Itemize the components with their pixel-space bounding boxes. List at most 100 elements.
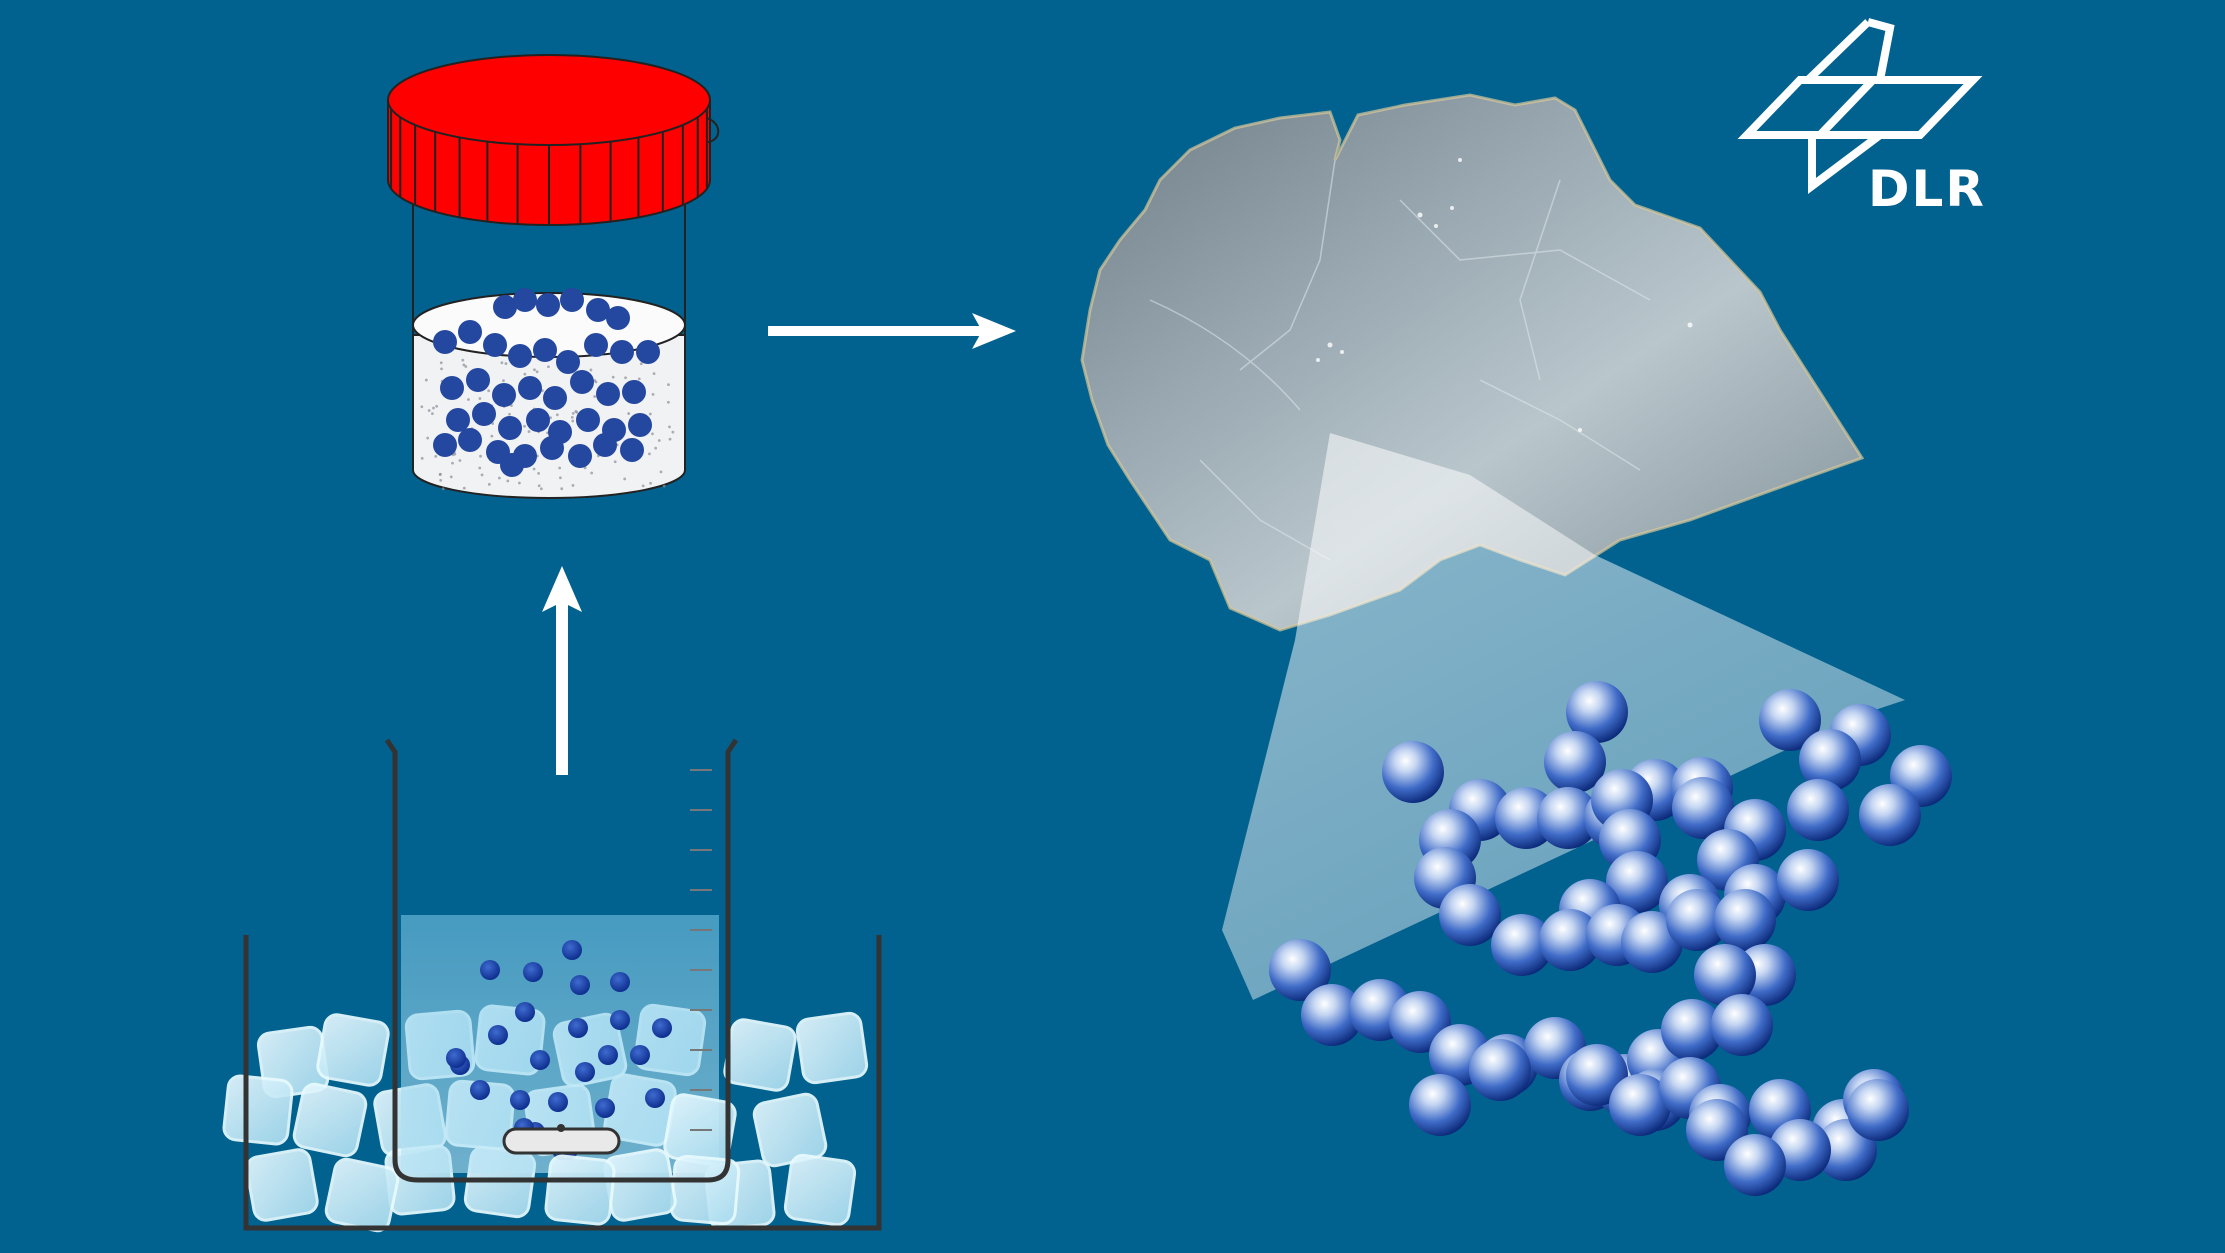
- gel-speckle: [594, 380, 598, 384]
- gel-speckle: [467, 398, 470, 401]
- gel-speckle: [555, 413, 559, 417]
- arrow-right-icon: [768, 313, 1016, 349]
- ice-cube: [544, 1154, 616, 1226]
- gel-speckle: [537, 484, 541, 488]
- ice-cube: [783, 1153, 857, 1227]
- particle-network-icon: [1269, 681, 1952, 1196]
- gel-speckle: [666, 400, 670, 404]
- gel-speckle: [659, 470, 663, 474]
- dissolved-particle: [645, 1088, 665, 1108]
- gel-speckle: [654, 446, 658, 450]
- network-particle: [440, 376, 464, 400]
- dissolved-particle: [488, 1025, 508, 1045]
- ice-cube: [723, 1018, 797, 1092]
- gel-speckle: [480, 473, 484, 477]
- network-particle: [433, 433, 457, 457]
- gel-speckle: [523, 424, 526, 428]
- gel-speckle: [440, 367, 443, 371]
- gel-speckle: [424, 378, 428, 382]
- ice-bath-icon: [222, 738, 882, 1233]
- network-sphere: [1799, 729, 1861, 791]
- network-particle: [576, 408, 600, 432]
- gel-speckle: [487, 482, 491, 486]
- gel-speckle: [668, 437, 672, 441]
- dissolved-particle: [652, 1018, 672, 1038]
- arrow-up-icon: [542, 566, 582, 775]
- gel-speckle: [535, 370, 539, 374]
- gel-speckle: [462, 363, 466, 367]
- gel-speckle: [508, 412, 511, 416]
- network-sphere: [1566, 1044, 1628, 1106]
- network-particle: [596, 382, 620, 406]
- network-particle: [560, 288, 584, 312]
- network-particle: [586, 298, 610, 322]
- network-particle: [526, 408, 550, 432]
- aerogel-chunk-icon: [1080, 93, 1865, 632]
- network-particle: [536, 293, 560, 317]
- gel-speckle: [648, 452, 651, 456]
- gel-speckle: [667, 383, 670, 386]
- gel-speckle: [502, 379, 505, 383]
- dlr-logo-icon: DLR: [1737, 18, 1984, 218]
- gel-speckle: [570, 415, 574, 419]
- gel-speckle: [441, 487, 445, 491]
- gel-speckle: [420, 456, 424, 460]
- network-sphere: [1787, 779, 1849, 841]
- dissolved-particle: [630, 1045, 650, 1065]
- network-sphere: [1566, 681, 1628, 743]
- gel-speckle: [668, 425, 671, 429]
- dissolved-particle: [510, 1090, 530, 1110]
- network-sphere: [1606, 851, 1668, 913]
- gel-speckle: [671, 430, 675, 434]
- gel-speckle: [432, 406, 435, 410]
- network-particle: [636, 340, 660, 364]
- gel-speckle: [589, 368, 593, 372]
- network-sphere: [1469, 1039, 1531, 1101]
- jar-icon: [387, 54, 720, 499]
- gel-speckle: [458, 459, 462, 462]
- bath-basin: [243, 935, 882, 1231]
- gel-speckle: [547, 365, 550, 369]
- dissolved-particle: [548, 1092, 568, 1112]
- gel-speckle: [651, 432, 654, 436]
- network-particle: [622, 380, 646, 404]
- network-particle: [620, 438, 644, 462]
- gel-speckle: [420, 405, 424, 409]
- ice-cube: [292, 1082, 368, 1158]
- network-particle: [513, 288, 537, 312]
- gel-speckle: [438, 473, 442, 476]
- gel-speckle: [641, 484, 645, 488]
- gel-speckle: [611, 375, 615, 379]
- dissolved-particle: [595, 1098, 615, 1118]
- network-sphere: [1491, 914, 1553, 976]
- gel-speckle: [558, 466, 562, 470]
- network-sphere: [1544, 731, 1606, 793]
- network-particle: [472, 402, 496, 426]
- network-particle: [570, 370, 594, 394]
- gel-speckle: [627, 412, 631, 415]
- gel-speckle: [487, 389, 491, 393]
- gel-speckle: [506, 479, 510, 483]
- gel-speckle: [504, 362, 508, 365]
- gel-speckle: [517, 481, 521, 485]
- network-particle: [556, 350, 580, 374]
- gel-speckle: [574, 410, 578, 413]
- gel-speckle: [461, 358, 465, 362]
- dissolved-particle: [610, 1010, 630, 1030]
- gel-speckle: [662, 484, 666, 488]
- network-particle: [458, 428, 482, 452]
- gel-speckle: [478, 466, 482, 470]
- dissolved-particle: [598, 1045, 618, 1065]
- network-sphere: [1382, 741, 1444, 803]
- network-particle: [543, 386, 567, 410]
- network-particle: [540, 436, 564, 460]
- dissolved-particle: [446, 1048, 466, 1068]
- gel-speckle: [464, 365, 468, 368]
- gel-speckle: [434, 455, 438, 458]
- network-sphere: [1269, 939, 1331, 1001]
- network-particle: [568, 444, 592, 468]
- ice-cube: [222, 1074, 294, 1146]
- ice-cube: [316, 1013, 390, 1087]
- gel-speckle: [532, 467, 536, 471]
